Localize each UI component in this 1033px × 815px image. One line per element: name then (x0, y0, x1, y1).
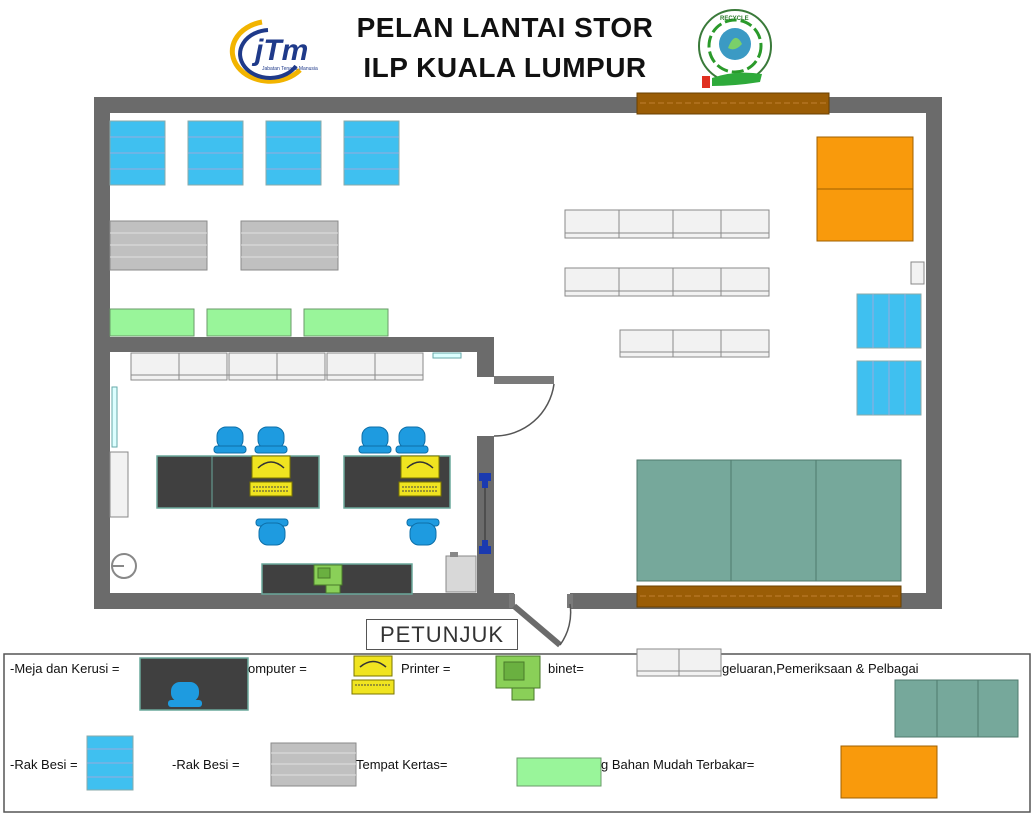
legend-label-flammable: g Bahan Mudah Terbakar= (601, 757, 755, 772)
white-shelf-row (564, 267, 770, 297)
blue-steel-rack (343, 120, 400, 186)
grey-steel-rack (240, 220, 339, 271)
legend-orange-storage-icon (840, 745, 938, 799)
chair (358, 426, 392, 454)
legend-green-storage-icon (516, 757, 602, 787)
desk (156, 455, 320, 509)
chair (395, 426, 429, 454)
chair (254, 426, 288, 454)
flammable-storage (109, 308, 195, 337)
wall-shelf (109, 451, 129, 518)
main-entrance-door[interactable] (509, 594, 573, 648)
blue-steel-rack (187, 120, 244, 186)
chairs (213, 426, 440, 546)
legend-blue-rack-icon (86, 735, 134, 791)
office-door[interactable] (493, 376, 555, 437)
legend-desk-icon (139, 657, 249, 711)
blue-steel-rack (856, 360, 922, 416)
network-points (478, 436, 492, 554)
fire-extinguisher-icon (111, 553, 137, 579)
flammable-orange-storage (816, 136, 914, 242)
white-shelf-row (619, 329, 770, 358)
legend-label-desk: -Meja dan Kerusi = (10, 661, 120, 676)
legend-computer-icon (351, 655, 395, 695)
grey-steel-rack (109, 220, 208, 271)
legend-label-cabinet: binet= (548, 661, 584, 676)
legend-label-grey-rack: -Rak Besi = (172, 757, 240, 772)
legend-heading: PETUNJUK (366, 619, 518, 650)
wall-fixture (910, 261, 925, 285)
blue-steel-rack (109, 120, 166, 186)
blue-steel-rack (265, 120, 322, 186)
chair (213, 426, 247, 454)
jtm-logo-caption: Jabatan Tenaga Manusia (262, 66, 318, 72)
white-shelves-office (130, 352, 462, 381)
white-shelf-row (564, 209, 770, 239)
chair (255, 518, 289, 546)
inspection-table (636, 459, 902, 582)
legend-label-blue-rack: -Rak Besi = (10, 757, 78, 772)
title-line-1: PELAN LANTAI STOR (356, 12, 654, 43)
printer (313, 564, 343, 594)
legend-white-shelf-icon (636, 648, 722, 677)
computers (249, 455, 442, 497)
legend-printer-icon (495, 655, 541, 701)
recycle-logo-text: RECYCLE (720, 16, 749, 22)
title-line-2: ILP KUALA LUMPUR (363, 52, 647, 83)
jtm-logo-text: jTm (251, 34, 308, 67)
computer (398, 455, 442, 497)
legend-grey-rack-icon (270, 742, 357, 787)
jtm-logo: jTm Jabatan Tenaga Manusia (229, 19, 318, 84)
cabinet (445, 555, 477, 593)
blue-steel-racks-top (109, 120, 400, 186)
blue-steel-rack (856, 293, 922, 349)
chair (406, 518, 440, 546)
flammable-storage (303, 308, 389, 337)
grey-steel-racks (109, 220, 339, 271)
legend-label-printer: Printer = (401, 661, 451, 676)
legend-label-computer: omputer = (248, 661, 307, 676)
flammable-storage (206, 308, 292, 337)
flammable-storage-row (109, 308, 389, 337)
blue-steel-racks-right (856, 261, 925, 416)
legend-label-paper: Tempat Kertas= (356, 757, 448, 772)
legend-label-inspection: geluaran,Pemeriksaan & Pelbagai (722, 661, 919, 676)
white-shelves-main (564, 209, 770, 358)
computer (249, 455, 293, 497)
recycle-logo: RECYCLE (698, 9, 772, 88)
legend-teal-table-icon (894, 679, 1019, 738)
bench-slats (640, 102, 898, 597)
window (111, 386, 118, 448)
